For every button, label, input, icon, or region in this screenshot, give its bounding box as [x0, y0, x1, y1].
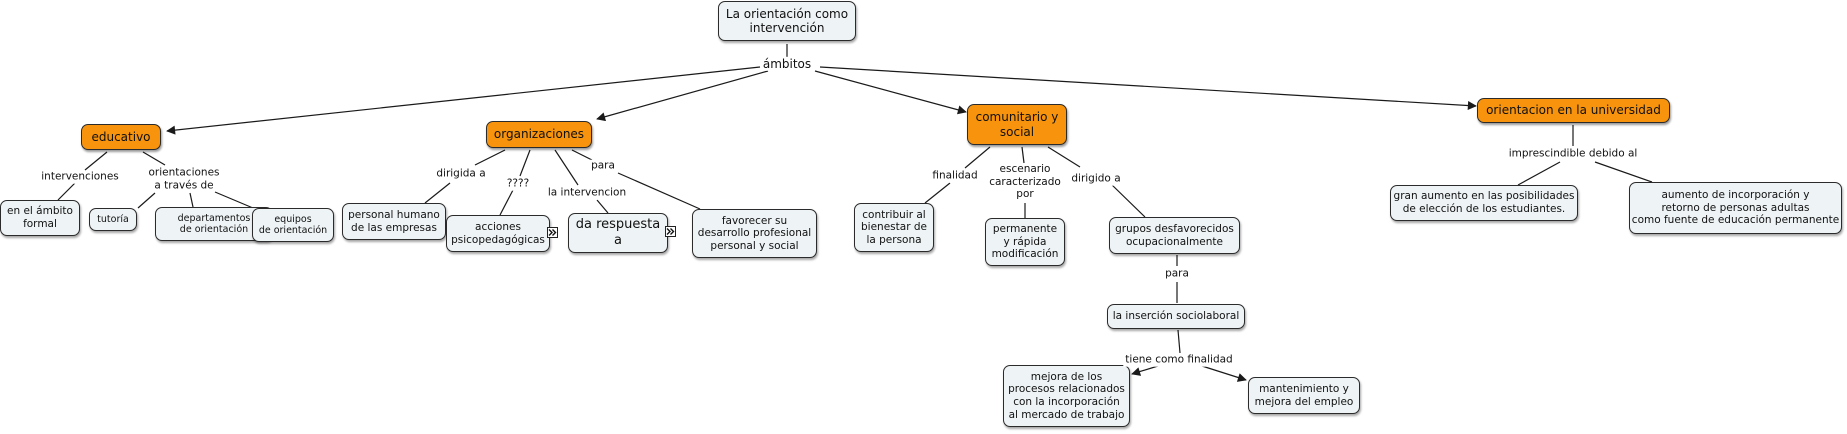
line-org-para	[571, 149, 593, 161]
node-acciones-psicopedagogicas[interactable]: acciones psicopedagógicas	[446, 215, 550, 252]
arrow-to-mejora-procesos	[1131, 365, 1159, 376]
node-personal-humano[interactable]: personal humano de las empresas	[342, 203, 446, 240]
arrow-to-universidad	[819, 66, 1477, 111]
line-org-intervencion	[554, 149, 579, 186]
link-label-orientaciones: orientaciones a través de	[146, 166, 222, 192]
node-equipos[interactable]: equipos de orientación	[252, 208, 334, 242]
line-finalidad-contribuir	[924, 182, 951, 204]
line-org-interrogantes	[519, 149, 531, 177]
line-org-dirigida	[474, 149, 506, 166]
node-tutoria[interactable]: tutoría	[89, 208, 137, 231]
double-chevron-icon	[548, 229, 557, 236]
node-mejora-procesos[interactable]: mejora de los procesos relacionados con …	[1003, 365, 1130, 427]
link-label-para: para	[589, 159, 617, 173]
node-organizaciones[interactable]: organizaciones	[486, 121, 592, 148]
link-label-finalidad: finalidad	[930, 169, 980, 183]
link-label-dirigido-a: dirigido a	[1069, 172, 1123, 186]
line-insercion-finalidad	[1177, 329, 1181, 354]
node-grupos-desfavorecidos[interactable]: grupos desfavorecidos ocupacionalmente	[1109, 217, 1240, 254]
link-label-la-intervencion: la intervencion	[545, 186, 629, 200]
node-mantenimiento-empleo[interactable]: mantenimiento y mejora del empleo	[1248, 377, 1360, 414]
line-com-finalidad	[964, 146, 991, 169]
line-dirigida-personal	[424, 182, 451, 204]
line-orientaciones-tutoria	[137, 192, 156, 209]
arrow-to-comunitario	[814, 70, 967, 115]
double-chevron-icon	[666, 228, 675, 235]
line-educativo-orientaciones	[142, 151, 166, 166]
arrow-to-mantenimiento	[1201, 365, 1247, 382]
link-label-tiene-finalidad: tiene como finalidad	[1123, 353, 1235, 367]
link-label-dirigida-a: dirigida a	[434, 167, 488, 181]
line-com-dirigido	[1047, 146, 1081, 168]
node-gran-aumento[interactable]: gran aumento en las posibilidades de ele…	[1390, 185, 1578, 221]
node-ambito-formal[interactable]: en el ámbito formal	[0, 200, 80, 236]
node-universidad[interactable]: orientacion en la universidad	[1477, 98, 1670, 123]
line-com-escenario	[1021, 146, 1025, 164]
node-permanente-modificacion[interactable]: permanente y rápida modificación	[985, 218, 1065, 266]
expand-icon[interactable]	[665, 226, 676, 237]
link-label-para-grupos: para	[1163, 267, 1191, 281]
root-node[interactable]: La orientación como intervención	[718, 1, 856, 41]
line-educativo-intervenciones	[84, 151, 108, 171]
link-label-intervenciones: intervenciones	[39, 170, 121, 184]
node-contribuir-bienestar[interactable]: contribuir al bienestar de la persona	[854, 203, 934, 252]
link-label-escenario: escenario caracterizado por	[987, 163, 1063, 201]
node-educativo[interactable]: educativo	[81, 124, 161, 150]
line-orientaciones-equipos	[214, 191, 254, 209]
expand-icon[interactable]	[547, 227, 558, 238]
line-interrogantes-acciones	[499, 189, 514, 216]
link-label-ambitos: ámbitos	[760, 56, 814, 72]
node-insercion-sociolaboral[interactable]: la inserción sociolaboral	[1107, 304, 1245, 329]
node-favorecer-desarrollo[interactable]: favorecer su desarrollo profesional pers…	[692, 209, 817, 258]
line-para-favorecer	[617, 172, 701, 210]
arrow-to-organizaciones	[596, 70, 769, 122]
node-comunitario-social[interactable]: comunitario y social	[967, 104, 1067, 145]
line-imprescindible-incorporacion	[1594, 161, 1653, 183]
arrow-to-educativo	[166, 66, 761, 135]
node-da-respuesta[interactable]: da respuesta a	[568, 213, 668, 253]
line-imprescindible-gran-aumento	[1517, 161, 1561, 186]
line-orientaciones-departamentos	[189, 192, 194, 208]
line-intervenciones-formal	[57, 182, 76, 201]
node-aumento-incorporacion[interactable]: aumento de incorporación y retorno de pe…	[1629, 182, 1842, 234]
link-label-interrogantes: ????	[504, 177, 532, 191]
line-dirigido-grupos	[1109, 182, 1146, 218]
line-intervencion-respuesta	[596, 199, 609, 214]
link-label-imprescindible: imprescindible debido al	[1506, 147, 1640, 161]
